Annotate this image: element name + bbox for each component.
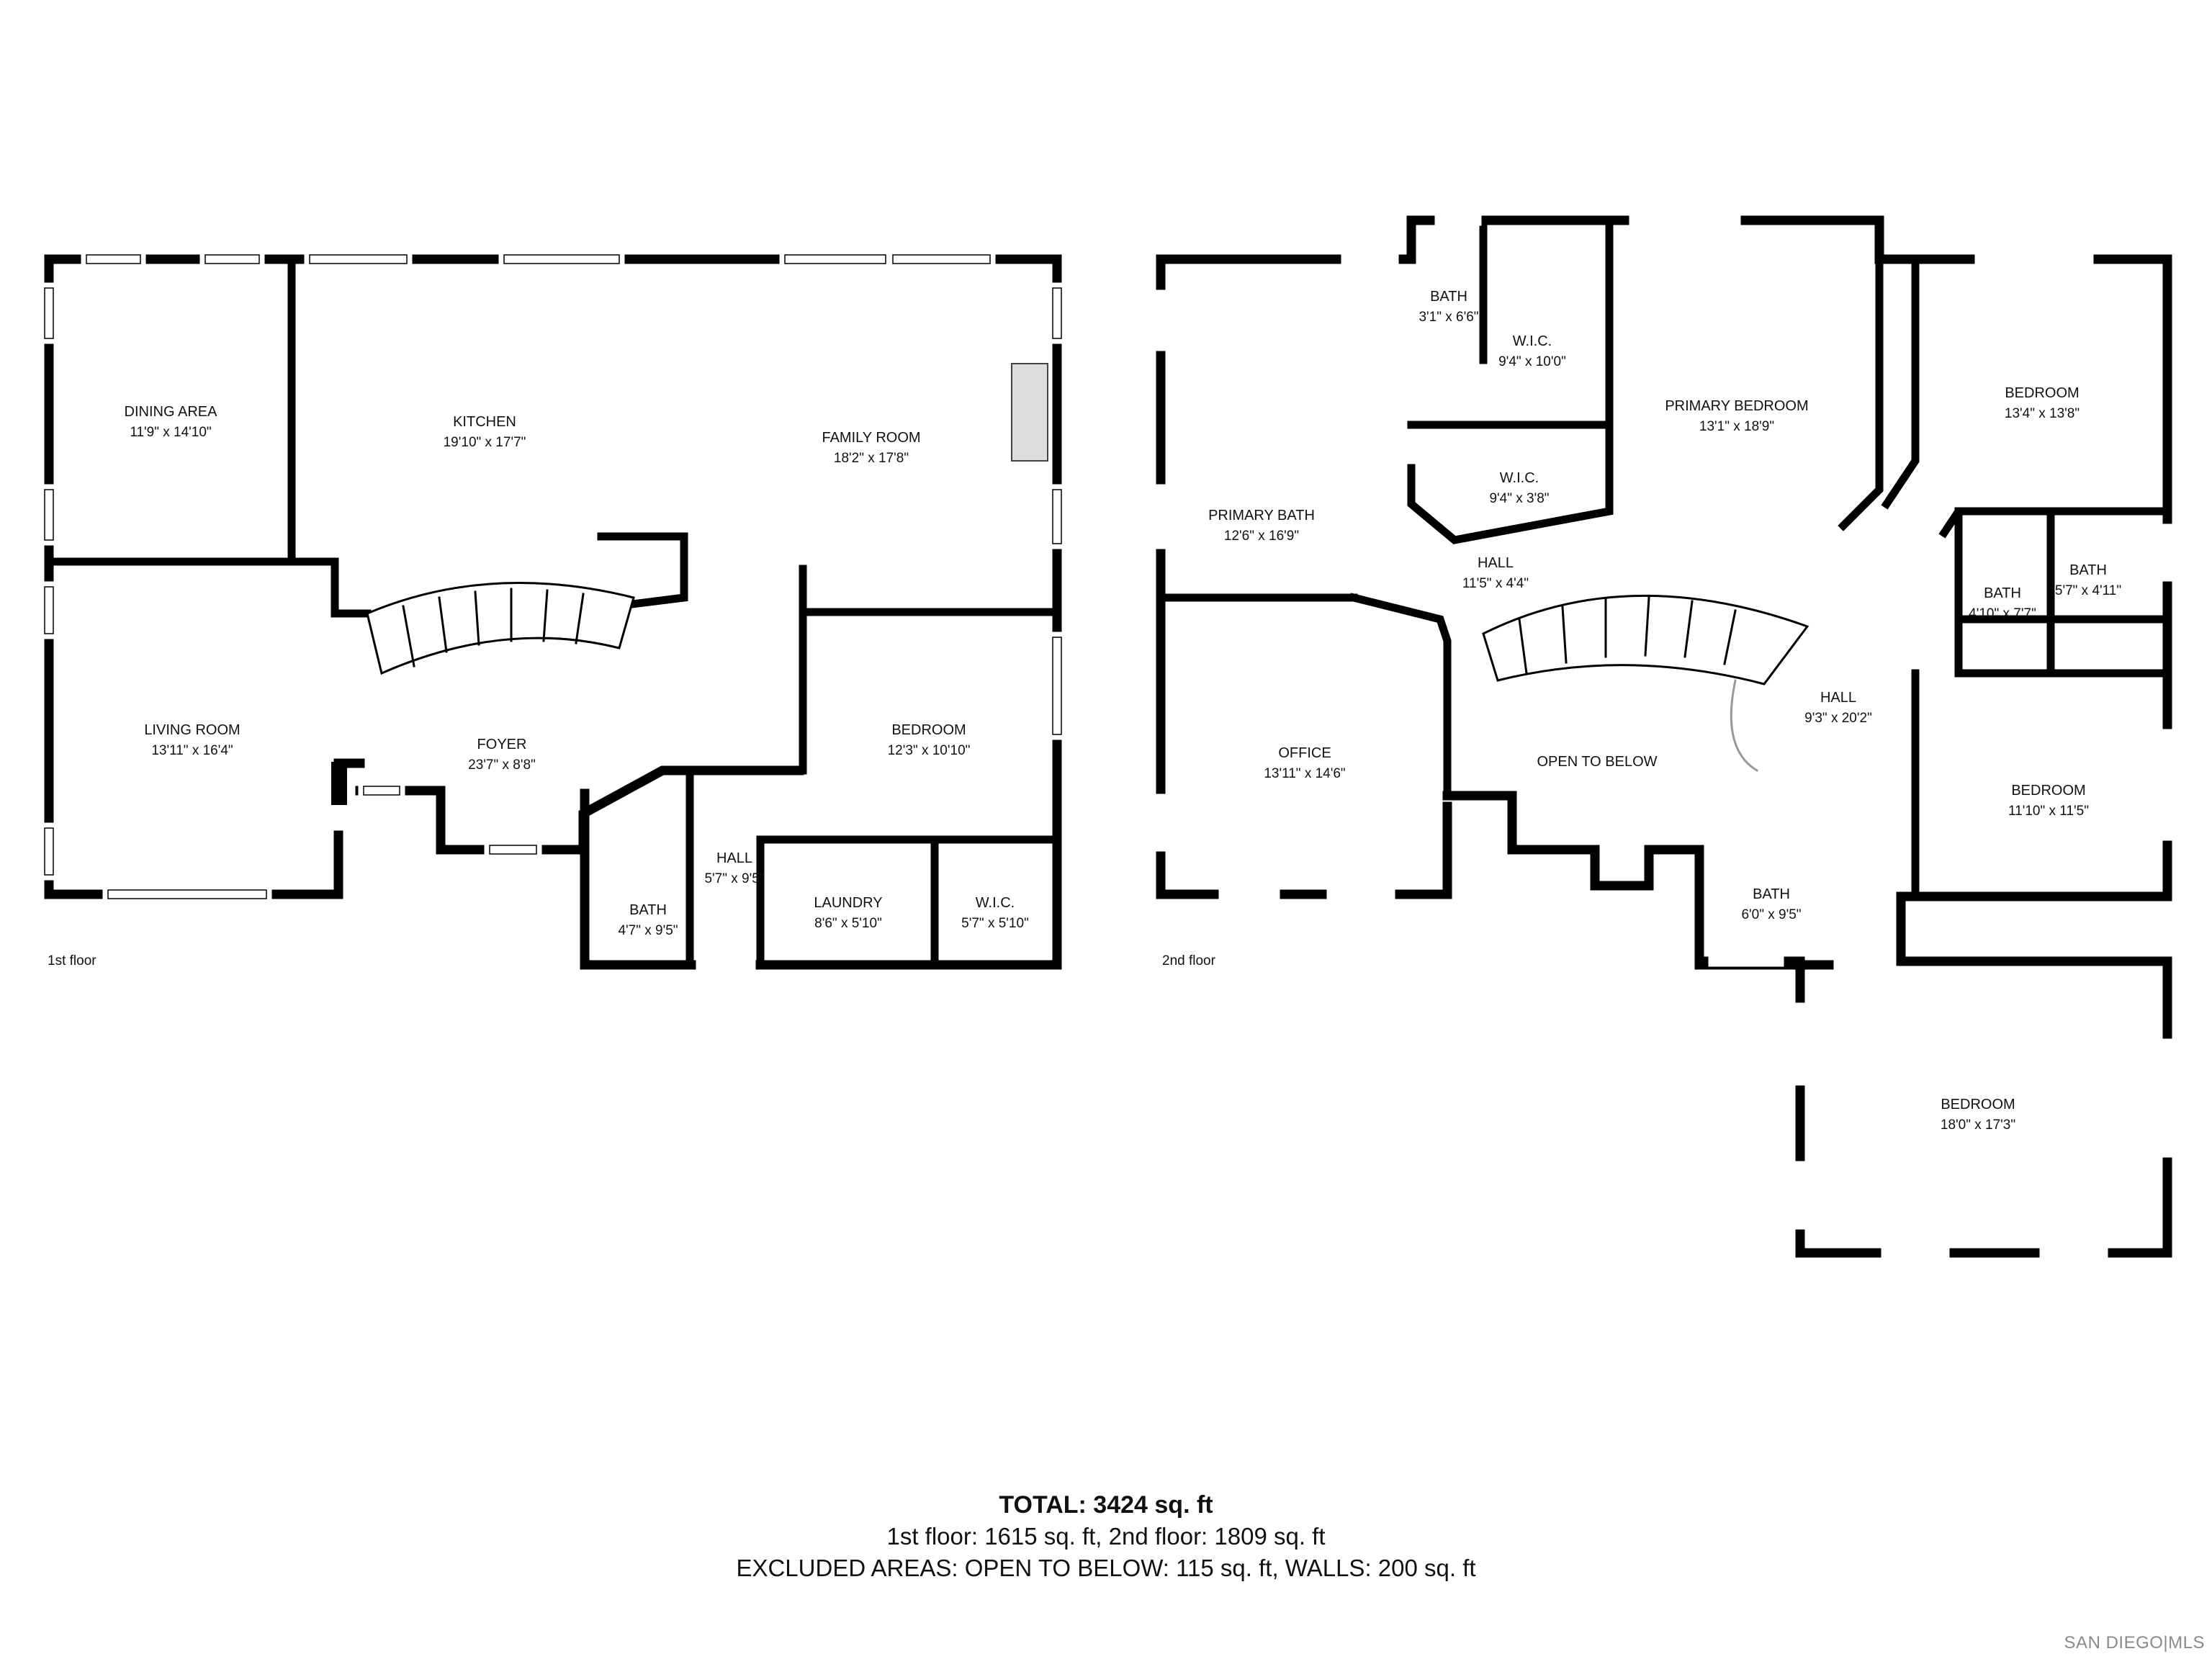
column: [331, 762, 347, 805]
floor-areas: 1st floor: 1615 sq. ft, 2nd floor: 1809 …: [886, 1523, 1326, 1550]
room-name: W.I.C.: [1513, 333, 1552, 349]
room-dims: 9'4" x 10'0": [1498, 354, 1566, 369]
staircase: [366, 582, 635, 675]
staircase: [1482, 594, 1809, 685]
room-dims: 5'7" x 9'5": [704, 871, 764, 886]
room-dims: 8'6" x 5'10": [814, 916, 882, 931]
room-dims: 9'3" x 20'2": [1804, 711, 1872, 726]
room-name: BEDROOM: [891, 722, 966, 738]
room-name: BATH: [629, 902, 667, 918]
room-dims: 12'6" x 16'9": [1224, 529, 1299, 544]
room-dims: 11'10" x 11'5": [2008, 804, 2089, 819]
excluded-areas: EXCLUDED AREAS: OPEN TO BELOW: 115 sq. f…: [736, 1555, 1476, 1581]
room-name: BATH: [1753, 886, 1790, 902]
room-name: PRIMARY BEDROOM: [1665, 398, 1808, 414]
total-area: TOTAL: 3424 sq. ft: [999, 1491, 1213, 1519]
room-dims: 19'10" x 17'7": [444, 435, 526, 450]
room-name: OPEN TO BELOW: [1537, 754, 1657, 770]
room-name: PRIMARY BATH: [1208, 508, 1315, 523]
room-dims: 6'0" x 9'5": [1741, 907, 1801, 922]
room-name: BEDROOM: [2011, 783, 2085, 799]
room-dims: 13'11" x 16'4": [151, 743, 233, 758]
room-name: LIVING ROOM: [144, 722, 240, 738]
room-name: DINING AREA: [125, 404, 218, 420]
room-dims: 11'9" x 14'10": [130, 425, 211, 440]
room-dims: 4'7" x 9'5": [618, 923, 678, 938]
room-dims: 9'4" x 3'8": [1489, 491, 1549, 506]
room-name: W.I.C.: [976, 895, 1015, 911]
room-dims: 13'4" x 13'8": [2005, 406, 2080, 421]
room-name: HALL: [1820, 690, 1856, 706]
room-name: BATH: [1430, 289, 1467, 305]
room-name: BEDROOM: [2005, 385, 2079, 401]
open-to-below-edge: [1730, 679, 1759, 773]
area-summary: TOTAL: 3424 sq. ft 1st floor: 1615 sq. f…: [0, 1489, 2212, 1584]
room-name: FAMILY ROOM: [822, 430, 920, 446]
window: [1155, 215, 2173, 1259]
room-dims: 18'2" x 17'8": [834, 451, 909, 466]
wall: [1156, 215, 2172, 1258]
room-dims: 13'11" x 14'6": [1264, 766, 1345, 781]
wall: [45, 255, 1061, 969]
room-dims: 3'1" x 6'6": [1419, 310, 1478, 325]
room-dims: 4'10" x 7'7": [1969, 606, 2036, 621]
fireplace: [1011, 363, 1048, 462]
room-labels: DINING AREA 11'9" x 14'10" KITCHEN 19'10…: [48, 289, 2121, 1133]
window-frame: [44, 254, 1062, 899]
room-name: LAUNDRY: [814, 895, 882, 911]
floor-label: 1st floor: [48, 953, 96, 968]
room-dims: 5'7" x 4'11": [2055, 583, 2121, 598]
room-dims: 5'7" x 5'10": [961, 916, 1029, 931]
room-name: FOYER: [477, 737, 527, 752]
second-floor-plan: [1155, 215, 2173, 1259]
room-dims: 18'0" x 17'3": [1941, 1118, 2015, 1133]
floor-label: 2nd floor: [1162, 953, 1216, 968]
room-name: HALL: [716, 850, 752, 866]
room-dims: 23'7" x 8'8": [468, 757, 536, 773]
first-floor-plan: [43, 253, 1063, 970]
mls-watermark: SAN DIEGO|MLS: [2064, 1633, 2205, 1653]
wall: [1156, 216, 2172, 901]
room-dims: 11'5" x 4'4": [1462, 576, 1529, 591]
room-name: KITCHEN: [453, 414, 516, 430]
room-name: BATH: [1984, 585, 2021, 601]
room-name: W.I.C.: [1500, 470, 1539, 486]
room-name: BATH: [2069, 562, 2107, 578]
room-name: BEDROOM: [1941, 1097, 2015, 1112]
room-dims: 12'3" x 10'10": [888, 743, 971, 758]
window: [43, 253, 1063, 900]
room-name: HALL: [1478, 555, 1514, 571]
room-dims: 13'1" x 18'9": [1699, 419, 1774, 434]
room-name: OFFICE: [1278, 745, 1331, 761]
